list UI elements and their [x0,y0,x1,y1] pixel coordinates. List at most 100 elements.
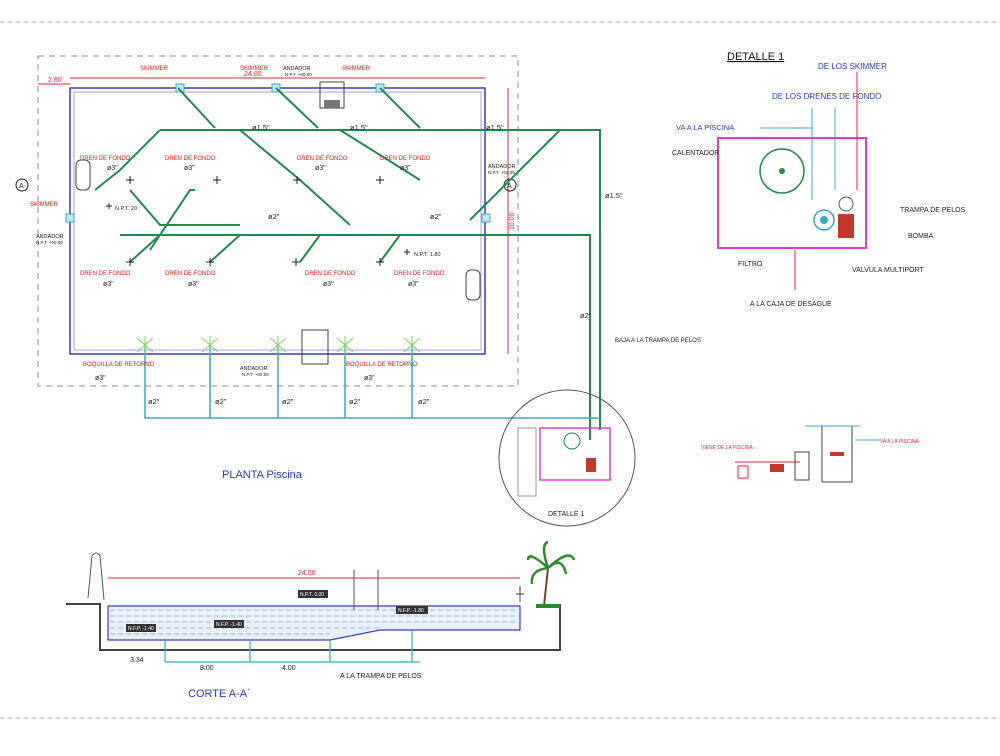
detail-filtro-label: FILTRO [738,261,763,268]
palm-tree-icon [526,540,576,608]
dren-diam-3: ø3" [315,165,326,172]
return-diam-3: ø2" [282,397,294,406]
skimmer-box-4 [65,213,75,223]
boquilla-diam-2: ø3" [364,375,375,382]
pipe-main-top [160,129,601,430]
pipe-diam-top-3: ø1.5" [486,123,504,132]
section-npt-label: N.P.T. 0.00 [300,592,324,598]
detail-trampa-label: TRAMPA DE PELOS [900,207,966,214]
return-diam-5: ø2" [418,397,430,406]
dren-label-3: DREN DE FONDO [297,156,348,162]
dren-label-6: DREN DE FONDO [165,271,216,277]
dren-marks [126,176,384,266]
dren-mark-8 [376,258,384,266]
pipe-drop-d [379,234,401,263]
andador-top-label: ANDADOR [283,66,311,72]
section-npt-tag [298,590,328,598]
plan-title: PLANTA Piscina [222,469,303,481]
small-pump-box [794,451,810,481]
pipe-diag-e [469,129,561,221]
section-marker-right-text: A [507,183,512,190]
detail-bomba-label: BOMBA [908,233,934,240]
dren-diam-7: ø3" [323,281,334,288]
pipe-diag-left-a [94,129,161,191]
section-nfp-a: N.F.P. -1.40 [128,626,154,632]
detail-room [717,137,867,249]
dren-label-8: DREN DE FONDO [394,271,445,277]
detail-callout-label: DETALLE 1 [548,511,585,518]
section-ground [66,603,561,651]
andador-right-sub: N.P.T. +00.00 [488,170,515,175]
green-pipe-network [94,87,601,440]
andador-bottom-sub: N.P.T. +00.00 [242,372,269,377]
pipe-diam-top-1: ø1.5" [252,123,270,132]
return-nozzles [136,336,421,354]
small-right-label: VA A LA PISCINA [880,439,919,445]
andador-bottom-label: ANDADOR [240,366,268,372]
pipe-drop-b [209,234,241,263]
dren-mark-3 [293,176,301,184]
section-dim-b: 8.00 [200,665,214,672]
ladder-bottom [301,329,329,365]
return-nozzle-2 [201,336,219,354]
return-pipe-main [144,345,600,419]
section-dim-c: 4.00 [282,665,296,672]
pipe-diam-down: ø2" [580,311,592,320]
section-nfp-b-tag [214,620,244,628]
return-nozzle-4 [336,336,354,354]
detail-de-los-drenes: DE LOS DRENES DE FONDO [772,92,881,101]
detail-callout-circle [498,389,636,527]
skimmer-label-4: SKIMMER [30,202,59,208]
pipe-mid-b [299,179,351,226]
detail-callout-room [539,427,611,481]
pipe-drop-c [299,234,321,263]
palm-leaves [526,540,576,585]
skimmer-label-2: SKIMMER [240,66,269,72]
dren-diam-5: ø3" [103,281,114,288]
detail-hair-trap [838,196,854,212]
section-nfp-a-tag [126,624,156,632]
boquilla-diam-1: ø3" [95,375,106,382]
detail-title: DETALLE 1 [727,51,784,63]
detail-callout-heater [563,432,581,450]
dren-mark-1 [126,176,134,184]
dim-left: 2.60 [48,77,62,84]
dren-diam-2: ø3" [184,165,195,172]
small-section: VIENE DE LA PISCINA VA A LA PISCINA [701,425,919,483]
detail-calentador-label: CALENTADOR [672,150,719,157]
dren-mark-4 [376,176,384,184]
section-dim-total: 24.00 [298,570,316,577]
detail-callout-stair [517,427,537,497]
pipe-skim-1 [177,87,216,129]
return-nozzle-5 [403,336,421,354]
skimmer-label-1: SKIMMER [140,66,169,72]
dren-diam-6: ø3" [188,281,199,288]
baja-label: BAJA A LA TRAMPA DE PELOS [615,338,701,344]
section-marker-left-text: A [19,183,24,190]
section-nfp-b: N.F.P. -1.40 [216,622,242,628]
detail-caja-label: A LA CAJA DE DESAGUE [750,301,832,308]
section-dim-a: 3.34 [130,657,144,664]
ladder-left [75,159,91,191]
pipe-diam-top-2: ø1.5" [350,123,368,132]
return-pipe-network [144,345,600,419]
detail-callout-pump [586,458,596,472]
small-trap [737,465,749,479]
boquilla-label-1: BOQUILLA DE RETORNO [83,362,155,368]
dren-mark-6 [206,258,214,266]
section-nfp-c-tag [396,606,428,614]
npt-180-mark [404,249,410,255]
return-diam-2: ø2" [215,397,227,406]
skimmer-box-1 [175,83,185,93]
section-drains [164,630,420,663]
pipe-diag-c [239,129,301,181]
dim-side: 10.00 [509,212,516,230]
dren-label-7: DREN DE FONDO [305,271,356,277]
andador-top-sub: N.P.T. +00.00 [285,72,312,77]
dren-mark-7 [292,258,300,266]
npt-180-label: N.P.T. 1.80 [414,252,441,258]
small-valve [770,464,784,472]
pipe-main-mid [120,234,591,440]
